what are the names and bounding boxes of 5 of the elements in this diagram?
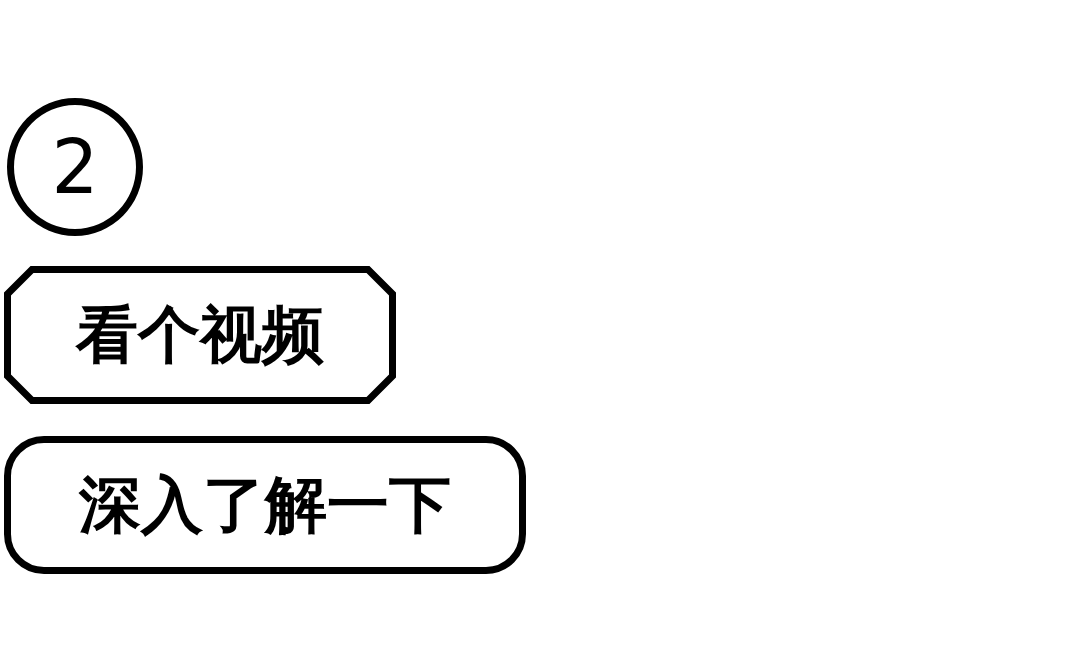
- tag-label: 看个视频: [76, 304, 324, 366]
- step-number: 2: [51, 130, 99, 204]
- rounded-tag: [4, 436, 526, 574]
- tag-label: 深入了解一下: [79, 474, 451, 536]
- step-number-circle: [7, 98, 143, 236]
